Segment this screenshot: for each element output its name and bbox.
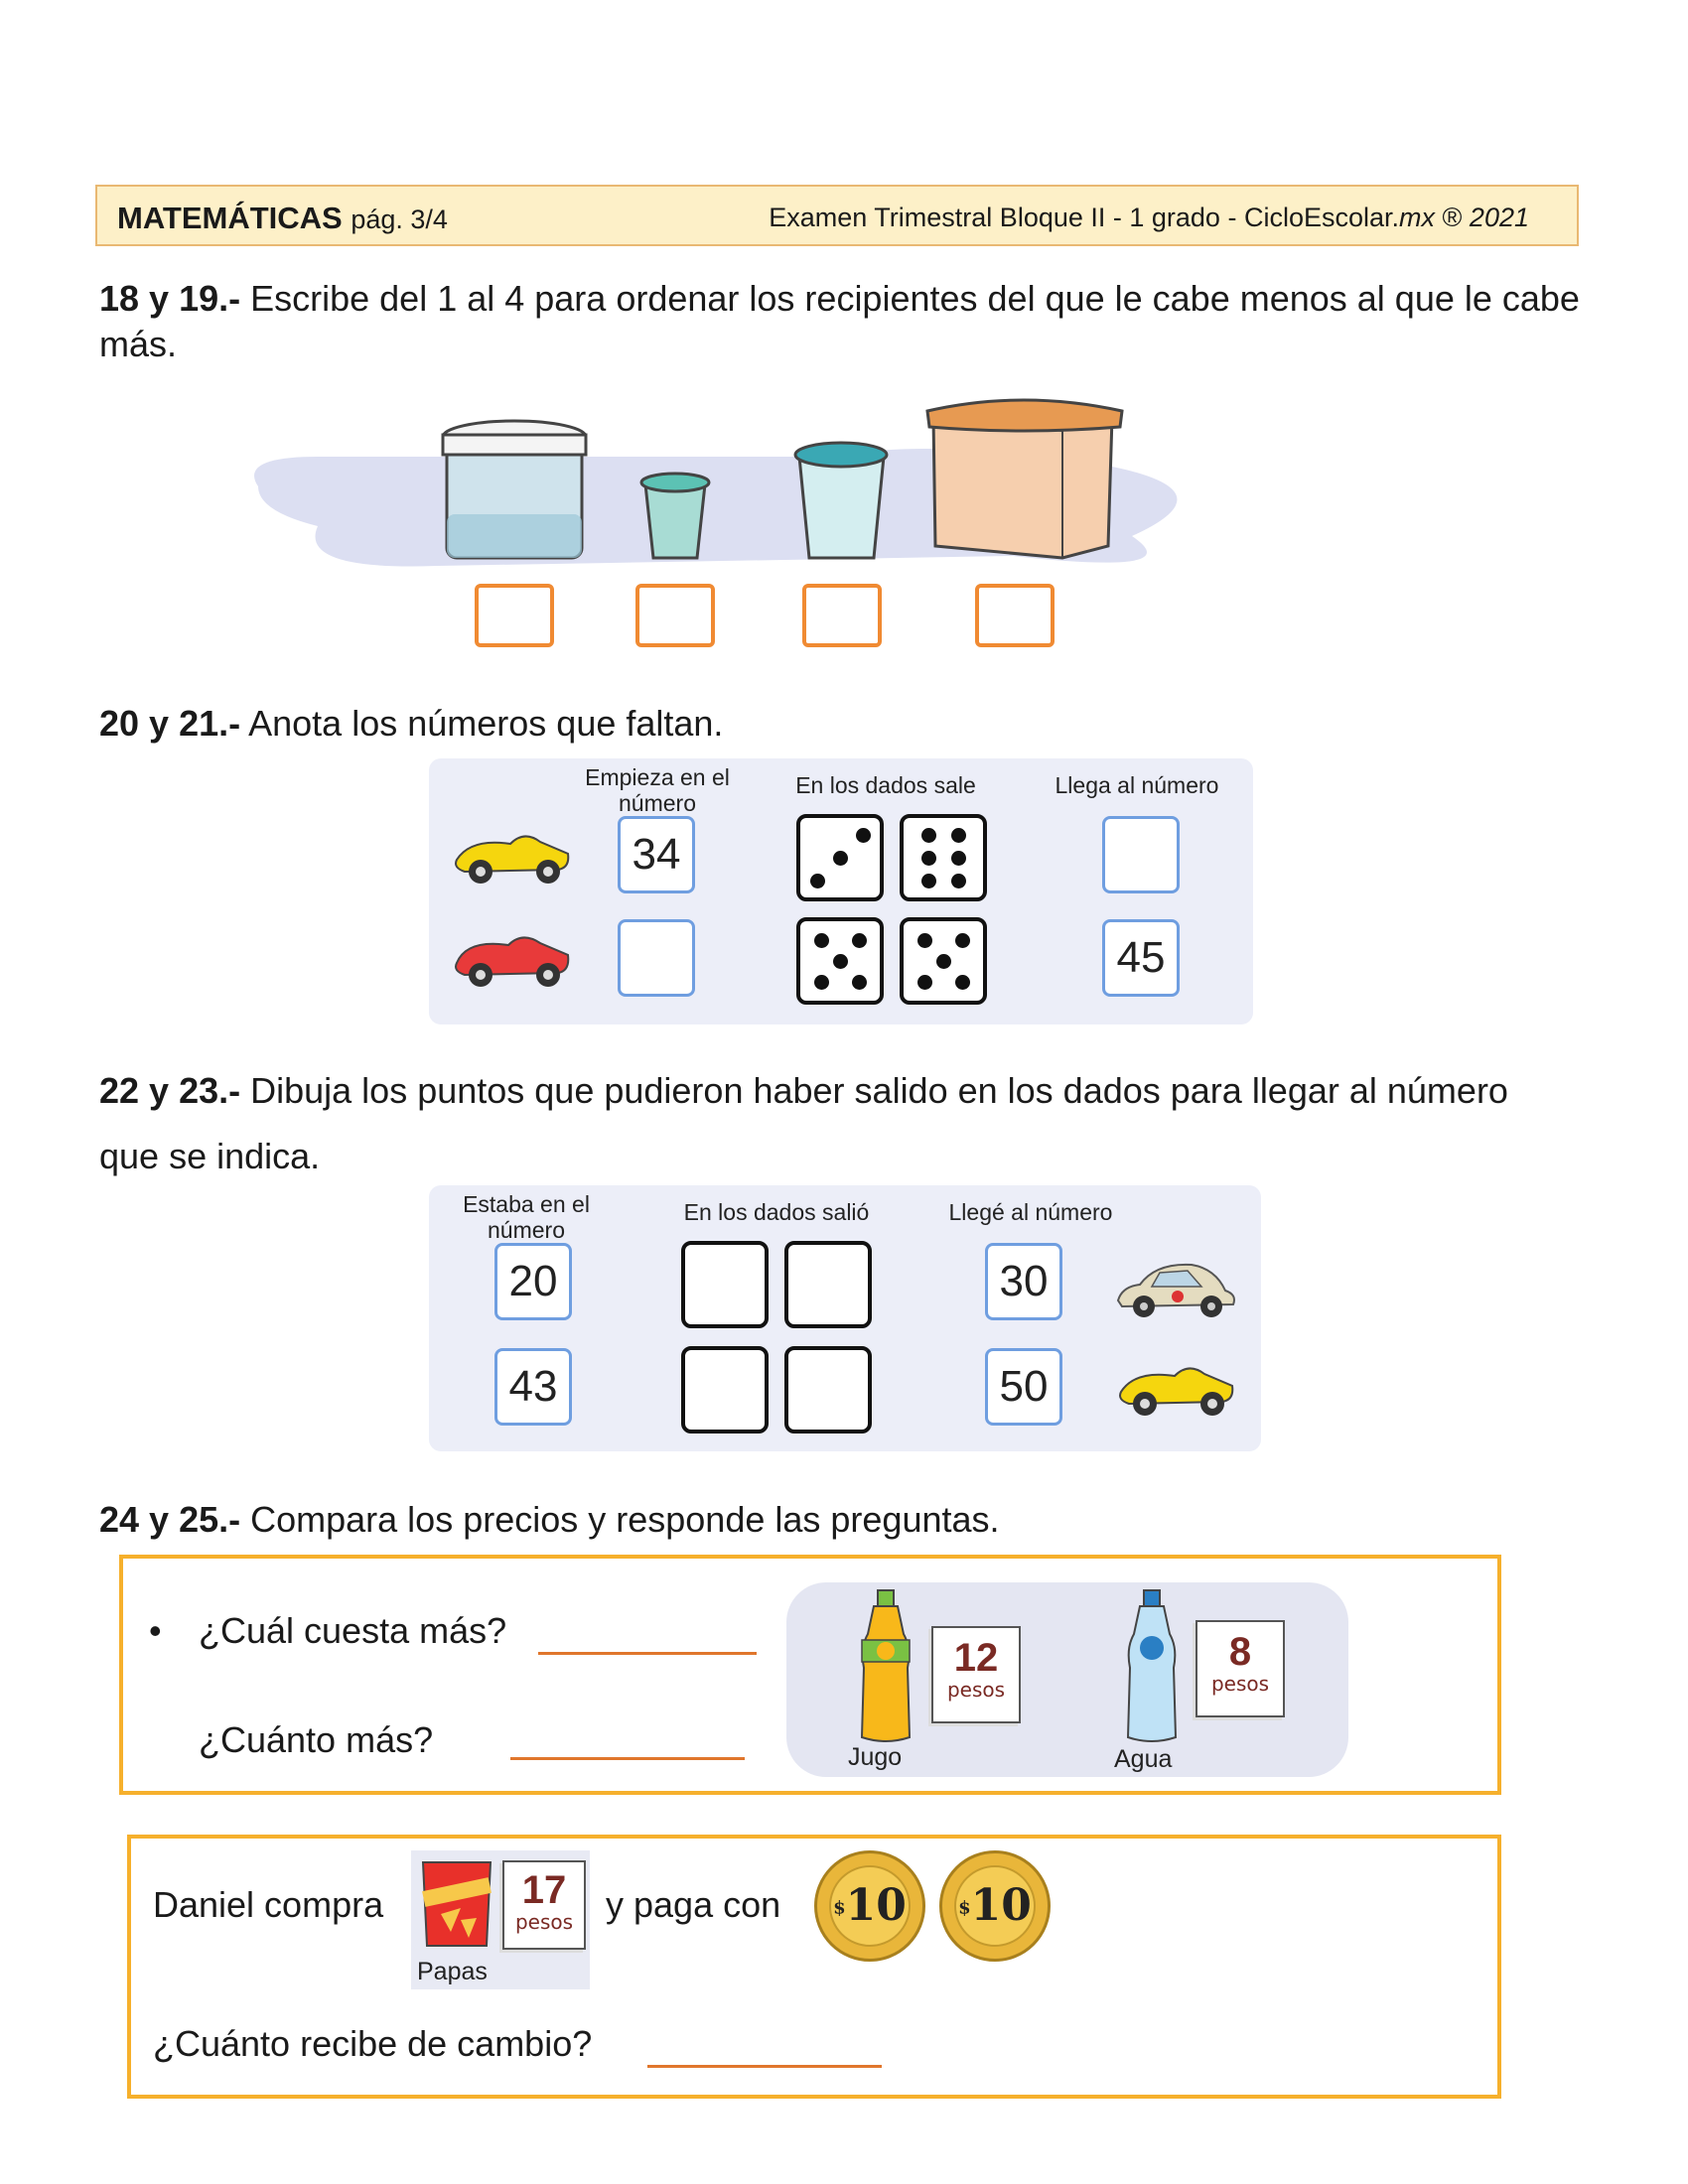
chips-product: 17 pesos Papas — [411, 1850, 590, 1989]
daniel-buys-text: Daniel compra — [153, 1884, 384, 1925]
dice-panel-2: Estaba en el número En los dados salió L… — [429, 1185, 1261, 1451]
order-answer-box-1[interactable] — [475, 584, 554, 647]
red-car-icon — [455, 936, 570, 987]
start-number-row2[interactable] — [618, 919, 695, 997]
die-five-b — [900, 917, 987, 1005]
chips-bag-icon — [421, 1861, 492, 1947]
juice-bottle-icon — [860, 1589, 912, 1742]
beetle-car-icon — [1116, 1263, 1235, 1317]
coin-10-pesos: $10 — [814, 1850, 925, 1962]
price-tag-juice: 12 pesos — [931, 1626, 1021, 1723]
was-number-row1: 20 — [494, 1243, 572, 1320]
end-number-row2: 45 — [1102, 919, 1180, 997]
question-24-25: 24 y 25.- Compara los precios y responde… — [99, 1499, 1000, 1540]
col-label-dice: En los dados sale — [795, 772, 976, 798]
water-label: Agua — [1114, 1745, 1173, 1773]
die-three — [796, 814, 884, 901]
pays-with-text: y paga con — [606, 1884, 781, 1925]
dice-panel-1: Empieza en el número En los dados sale L… — [429, 758, 1253, 1024]
answer-line-change[interactable] — [647, 2065, 882, 2068]
col-label-dice-got: En los dados salió — [683, 1199, 870, 1225]
juice-label: Jugo — [848, 1743, 903, 1771]
chips-label: Papas — [417, 1958, 488, 1985]
order-answer-box-2[interactable] — [635, 584, 715, 647]
change-problem-box: Daniel compra 17 pesos Papas y paga con … — [127, 1835, 1501, 2099]
arrived-number-row2: 50 — [985, 1348, 1062, 1426]
empty-die-1[interactable] — [681, 1241, 769, 1328]
empty-die-3[interactable] — [681, 1346, 769, 1433]
large-box-icon — [925, 398, 1124, 560]
pot-with-lid-icon — [441, 419, 588, 560]
price-tag-water: 8 pesos — [1196, 1620, 1285, 1717]
containers-illustration — [238, 397, 1231, 596]
bullet: • — [149, 1610, 162, 1651]
start-number-row1: 34 — [618, 816, 695, 893]
question-which-costs-more: ¿Cuál cuesta más? — [199, 1610, 507, 1651]
question-change: ¿Cuánto recibe de cambio? — [153, 2023, 593, 2064]
order-answer-box-4[interactable] — [975, 584, 1055, 647]
price-tag-chips: 17 pesos — [502, 1860, 586, 1950]
question-18-19: 18 y 19.- Escribe del 1 al 4 para ordena… — [99, 278, 1580, 364]
empty-die-4[interactable] — [784, 1346, 872, 1433]
col-label-was: Estaba en el número — [463, 1191, 590, 1243]
cup-with-lid-icon — [793, 441, 889, 560]
order-answer-box-3[interactable] — [802, 584, 882, 647]
question-how-much-more: ¿Cuánto más? — [199, 1719, 434, 1760]
col-label-end: Llega al número — [1055, 772, 1219, 798]
price-compare-box: • ¿Cuál cuesta más? ¿Cuánto más? 12 peso… — [119, 1555, 1501, 1795]
col-label-arrived: Llegé al número — [948, 1199, 1113, 1225]
end-number-row1[interactable] — [1102, 816, 1180, 893]
answer-line-how-much[interactable] — [510, 1757, 745, 1760]
was-number-row2: 43 — [494, 1348, 572, 1426]
arrived-number-row1: 30 — [985, 1243, 1062, 1320]
yellow-car-icon — [455, 835, 570, 884]
question-20-21: 20 y 21.- Anota los números que faltan. — [99, 703, 724, 744]
header-exam: Examen Trimestral Bloque II - 1 grado - … — [769, 203, 1529, 232]
header-subject: MATEMÁTICAS pág. 3/4 — [117, 201, 448, 235]
coin-10-pesos: $10 — [939, 1850, 1051, 1962]
question-22-23: 22 y 23.- Dibuja los puntos que pudieron… — [99, 1070, 1508, 1176]
yellow-car-icon — [1119, 1367, 1234, 1416]
empty-die-2[interactable] — [784, 1241, 872, 1328]
die-five-a — [796, 917, 884, 1005]
col-label-start: Empieza en el número — [585, 764, 730, 816]
die-six — [900, 814, 987, 901]
water-bottle-icon — [1126, 1589, 1178, 1742]
page-header: MATEMÁTICAS pág. 3/4 Examen Trimestral B… — [95, 185, 1579, 246]
products-panel: 12 pesos Jugo 8 pesos Agua — [786, 1582, 1348, 1777]
answer-line-which[interactable] — [538, 1652, 757, 1655]
small-cup-icon — [639, 472, 711, 560]
